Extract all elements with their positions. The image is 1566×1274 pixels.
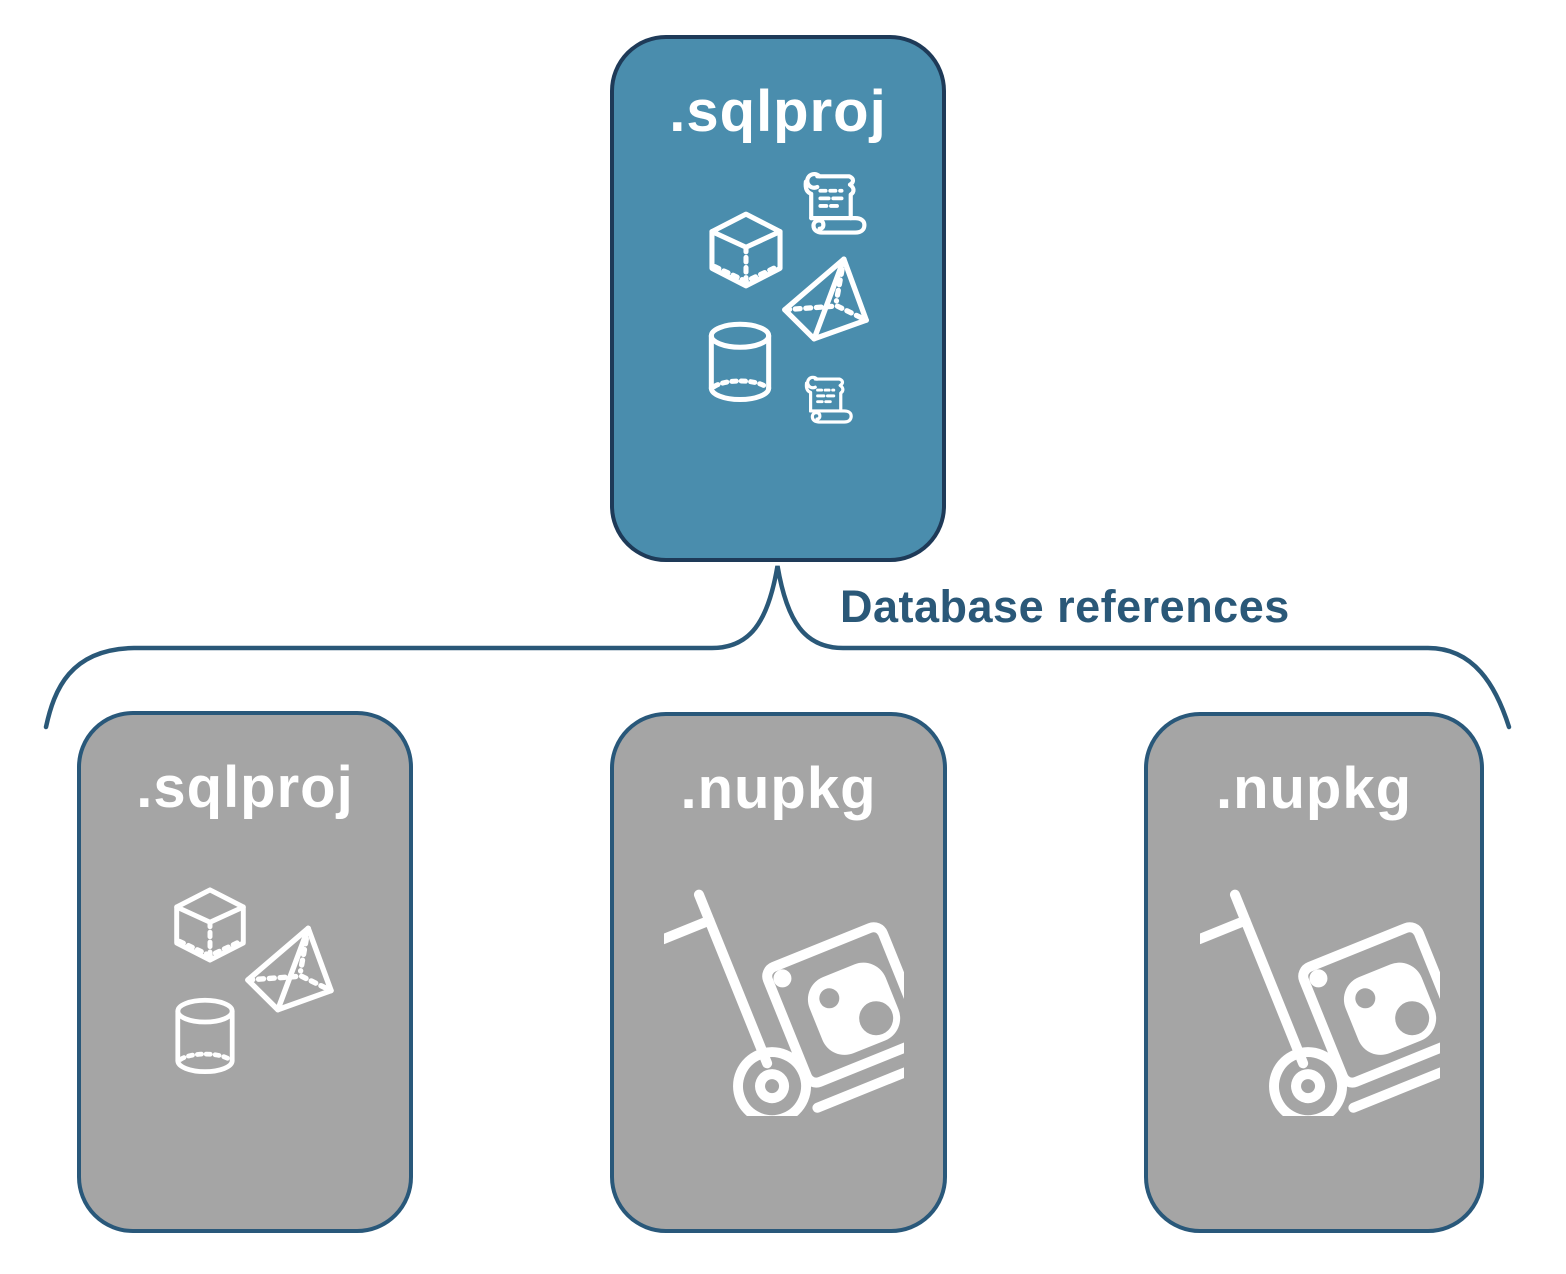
script-scroll-icon <box>799 375 857 433</box>
child-nupkg-box: .nupkg <box>610 712 947 1233</box>
child-nupkg-box: .nupkg <box>1144 712 1484 1233</box>
nuget-package-handtruck-icon <box>1200 846 1440 1116</box>
database-cylinder-icon <box>171 995 239 1079</box>
child-box-label: .sqlproj <box>136 755 354 820</box>
script-scroll-icon <box>796 171 872 247</box>
root-sqlproj-box: .sqlproj <box>610 35 946 562</box>
nuget-package-handtruck-icon <box>664 846 904 1116</box>
pyramid-icon <box>766 240 892 359</box>
connector-label: Database references <box>840 581 1290 632</box>
pyramid-icon <box>229 908 358 1029</box>
child-box-label: .nupkg <box>680 756 877 821</box>
child-sqlproj-box: .sqlproj <box>77 711 413 1233</box>
child-box-label: .nupkg <box>1215 756 1413 821</box>
database-cylinder-icon <box>704 320 776 406</box>
root-box-label: .sqlproj <box>669 79 887 144</box>
